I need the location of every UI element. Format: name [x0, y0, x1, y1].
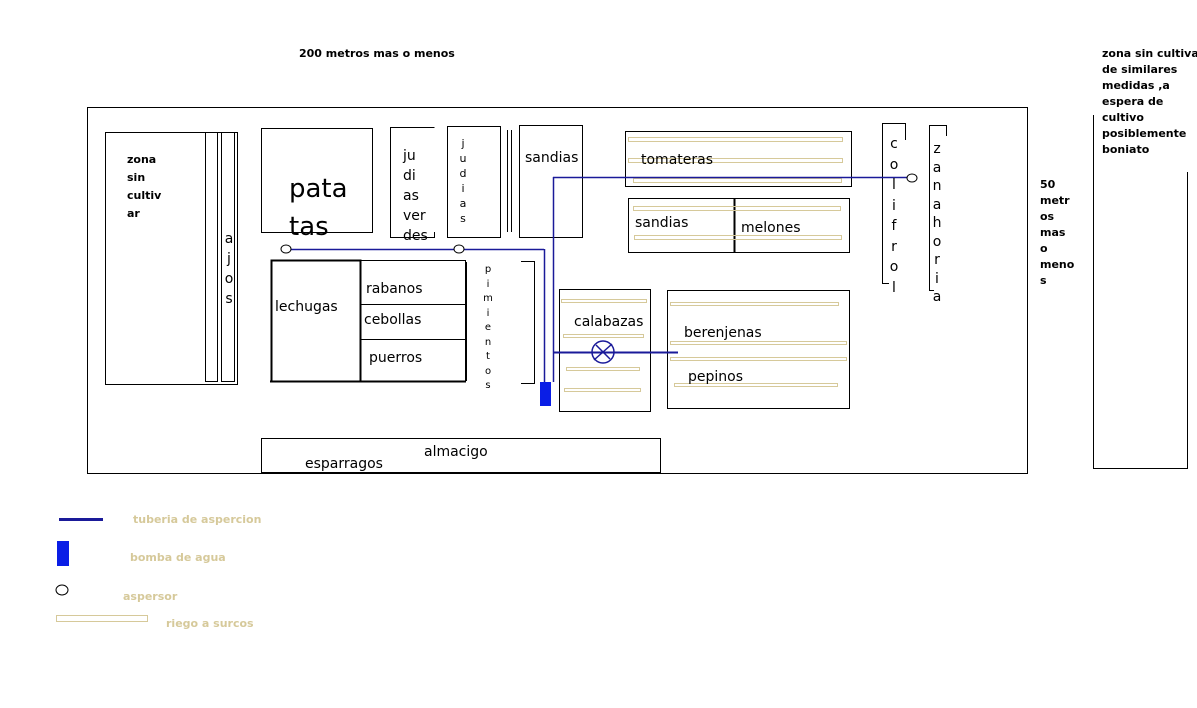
legend-sprinkler-label: aspersor	[123, 590, 178, 603]
sprinkler-icon	[906, 173, 918, 183]
furrow	[628, 137, 843, 142]
judias-plot	[447, 126, 501, 238]
furrow	[563, 334, 644, 338]
adjacent-zone-outline	[1093, 115, 1188, 469]
furrow	[670, 357, 847, 361]
almacigo-plot	[261, 438, 661, 473]
uncultivated-plot	[105, 132, 238, 385]
legend-pump-label: bomba de agua	[130, 551, 226, 564]
zanahoria-plot	[929, 125, 947, 291]
furrow	[564, 388, 641, 392]
sprinkler-icon	[280, 244, 292, 254]
sprinkler-icon	[595, 344, 611, 360]
almacigo-label: almacigo	[424, 444, 488, 460]
water-pump	[540, 382, 551, 406]
coliflor-plot	[882, 123, 906, 284]
zanahoria-label: z a n a h o r i a	[932, 141, 942, 305]
pimientos-label: p i m i e n t o s	[483, 264, 493, 391]
calabazas-plot	[559, 289, 651, 412]
rabanos-label: rabanos	[366, 281, 423, 297]
patatas-plot	[261, 128, 373, 233]
puerros-label: puerros	[369, 350, 423, 366]
furrow	[670, 302, 839, 306]
sprinkler-icon	[453, 244, 465, 254]
zona-sin-cultivar-label: zona sin cultiv ar	[127, 153, 162, 220]
legend-furrow-label: riego a surcos	[166, 617, 254, 630]
furrow	[628, 158, 843, 163]
judias-verdes-label: ju di as ver des	[403, 148, 428, 244]
pepinos-label: pepinos	[688, 369, 744, 385]
ajos-label: a j o s	[224, 231, 234, 307]
lechugas-plot	[270, 259, 362, 383]
pimientos-line	[521, 261, 535, 384]
legend-furrow-symbol	[56, 615, 148, 622]
judias-verdes-plot	[390, 127, 435, 238]
furrow	[561, 299, 647, 303]
sprinkler-icon	[591, 340, 615, 364]
furrow	[670, 341, 847, 345]
height-label: 50 metr os mas o meno s	[1040, 178, 1075, 287]
furrow	[566, 367, 640, 371]
width-label: 200 metros mas o menos	[299, 47, 455, 60]
legend-sprinkler-symbol	[55, 584, 69, 596]
furrow	[674, 383, 838, 387]
tomateras-plot	[625, 131, 852, 187]
furrow	[633, 178, 842, 183]
sandias-plot	[519, 125, 583, 238]
lechugas-label: lechugas	[275, 299, 338, 315]
berenjenas-pepinos-plot	[667, 290, 850, 409]
tomateras-label: tomateras	[641, 152, 714, 168]
sandias-label: sandias	[525, 150, 579, 166]
furrow	[633, 206, 841, 211]
sandias-2-label: sandias	[635, 215, 689, 231]
judias-label: j u d i a s	[459, 137, 467, 225]
coliflor-label: c o l i f r o l	[889, 136, 899, 296]
melones-label: melones	[741, 220, 801, 236]
esparragos-label: esparragos	[305, 456, 383, 472]
furrow	[634, 235, 842, 240]
main-field-outline	[87, 107, 1028, 474]
cebollas-label: cebollas	[364, 312, 422, 328]
calabazas-label: calabazas	[574, 314, 644, 330]
legend-pipe-label: tuberia de aspercion	[133, 513, 262, 526]
legend-pump-symbol	[57, 541, 69, 566]
sandias-melones-plot	[628, 198, 850, 253]
patatas-label: pata tas	[289, 174, 348, 242]
berenjenas-label: berenjenas	[684, 325, 762, 341]
